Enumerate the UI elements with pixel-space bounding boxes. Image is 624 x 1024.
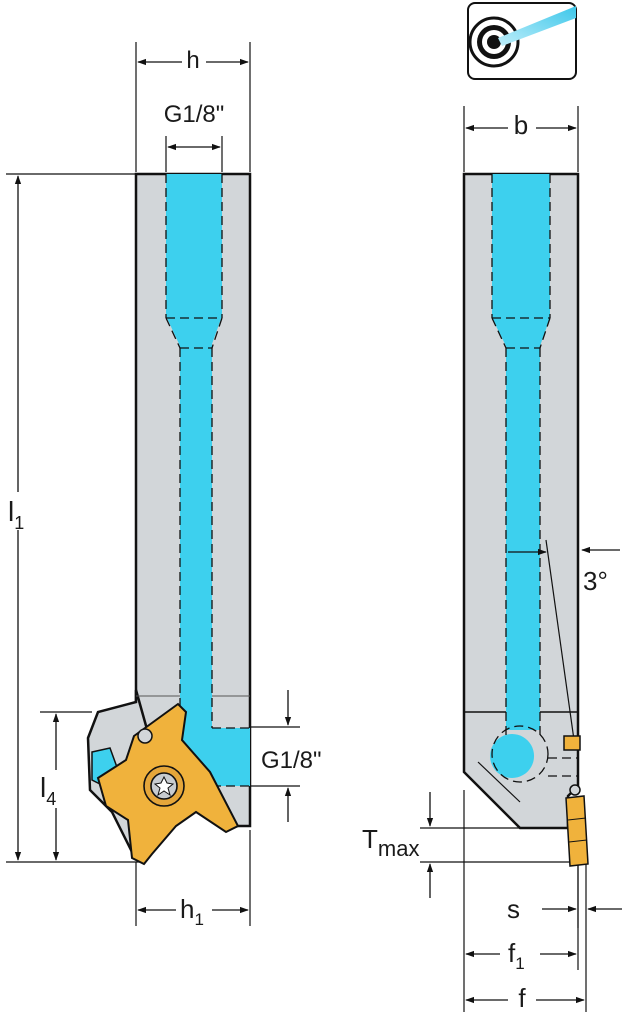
h-label: h <box>186 47 199 74</box>
g-top-label: G1/8" <box>164 101 225 128</box>
f1-label: f1 <box>508 938 525 973</box>
f-label: f <box>518 983 526 1013</box>
l1-label: l1 <box>8 496 24 533</box>
angle-label: 3° <box>583 566 608 596</box>
front-view: h G1/8" l1 l4 G1/8" h1 <box>6 42 322 929</box>
s-label: s <box>507 894 520 924</box>
tmax-label: Tmax <box>362 824 419 861</box>
b-label: b <box>514 110 528 140</box>
h1-label: h1 <box>180 894 204 929</box>
g-side-label: G1/8" <box>261 747 322 774</box>
side-view: b 3° Tmax s f1 f <box>362 106 622 1013</box>
l4-label: l4 <box>40 772 56 809</box>
coolant-target-icon <box>467 2 577 80</box>
